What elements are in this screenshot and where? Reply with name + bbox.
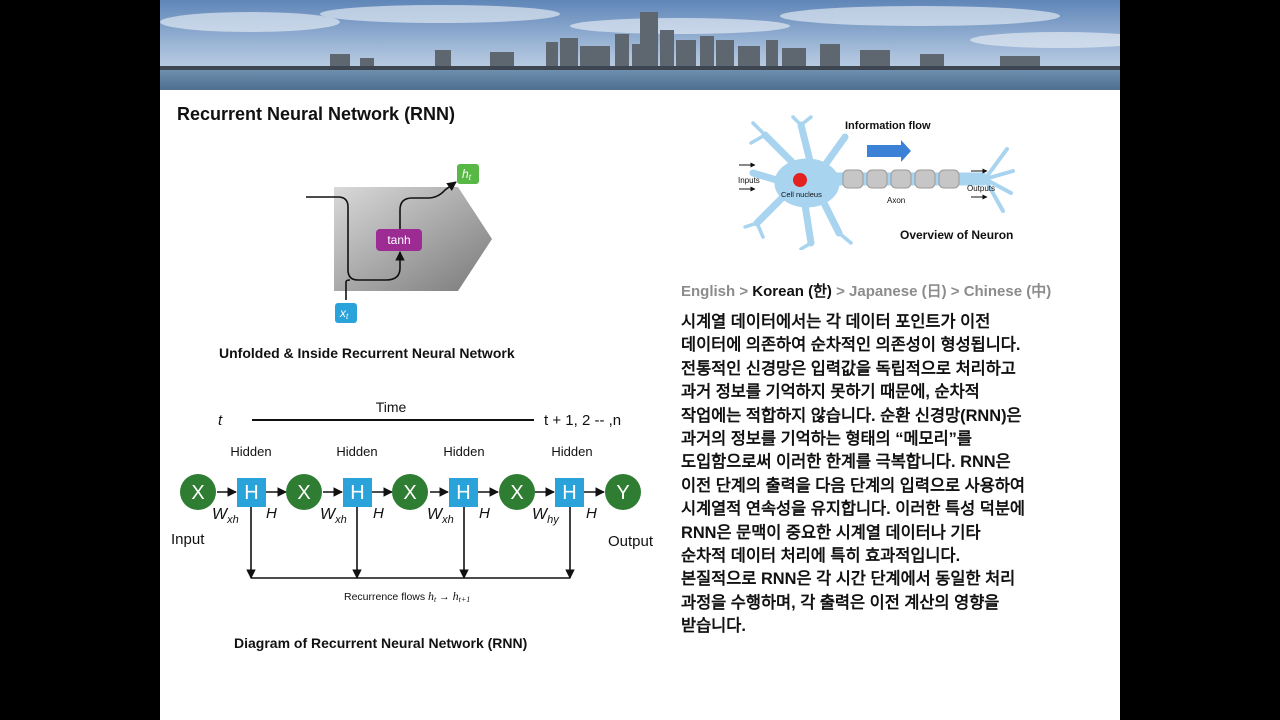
x-node-1: X [180,474,216,510]
x-node-1-label: X [191,482,204,504]
lang-korean: Korean (한) [752,283,832,300]
hidden-label-2: Hidden [336,444,377,459]
h-node-3-label: H [456,482,470,504]
weight-label-2: Wxh [320,506,347,526]
nucleus-label: Cell nucleus [781,190,822,199]
weight-label-3: Wxh [427,506,454,526]
time-label: Time [376,399,407,415]
body-line-8: 이전 단계의 출력을 다음 단계의 입력으로 사용하여 [681,476,1025,495]
info-flow-arrow [867,140,911,162]
lang-separator-2: > [831,283,850,300]
body-line-11: 순차적 데이터 처리에 특히 효과적입니다. [681,547,961,566]
x-node-3: X [392,474,428,510]
lang-japanese: Japanese (日) [849,283,947,300]
cell-nucleus-dot [793,173,807,187]
x-node-2-label: X [297,482,310,504]
language-breadcrumb: English > Korean (한) > Japanese (日) > Ch… [681,280,1051,301]
recurrence-label: Recurrence flows ht → ht+1 [344,589,470,604]
hidden-label-4: Hidden [551,444,592,459]
ht-label: h [462,167,469,181]
inputs-label: Inputs [738,176,760,185]
h-edge-label-4: H [586,505,597,522]
body-line-9: 시계열적 연속성을 유지합니다. 이러한 특성 덕분에 [681,500,1025,519]
body-line-6: 과거의 정보를 기억하는 형태의 “메모리”를 [681,430,972,449]
body-line-13: 과정을 수행하며, 각 출력은 이전 계산의 영향을 [681,593,1000,612]
h-edge-label-2: H [373,505,384,522]
weight-label-4: Why [532,506,560,526]
ht-output-box [457,164,479,184]
svg-text:ht: ht [462,167,472,182]
y-node-label: Y [616,482,629,504]
time-start-label: t [218,412,223,429]
outputs-label: Outputs [967,184,995,193]
x-node-3-label: X [403,482,416,504]
input-label: Input [171,531,205,548]
body-line-7: 도입함으로써 이러한 한계를 극복합니다. RNN은 [681,453,1011,472]
h-node-4-label: H [562,482,576,504]
ht-sub: t [469,173,472,182]
h-node-2: H [343,478,372,507]
body-line-3: 전통적인 신경망은 입력값을 독립적으로 처리하고 [681,359,1016,378]
neuron-caption: Overview of Neuron [900,228,1013,242]
body-line-1: 시계열 데이터에서는 각 데이터 포인트가 이전 [681,313,991,331]
output-label: Output [608,533,654,550]
h-node-2-label: H [350,482,364,504]
body-line-2: 데이터에 의존하여 순차적인 의존성이 형성됩니다. [681,336,1021,355]
h-node-4: H [555,478,584,507]
tanh-label: tanh [387,233,410,247]
rnn-unrolled-diagram: t Time t + 1, 2 -- ,n Hidden Hidden Hidd… [171,399,654,604]
tanh-box [376,229,422,251]
h-node-1-label: H [244,482,258,504]
xt-label: x [339,306,347,320]
rnn-cell-diagram: tanh ht xt [306,164,492,323]
h-node-1: H [237,478,266,507]
hidden-label-1: Hidden [230,444,271,459]
lang-separator-3: > [946,283,964,300]
slide-title: Recurrent Neural Network (RNN) [177,104,456,124]
body-line-14: 받습니다. [681,617,746,636]
cell-diagram-caption: Unfolded & Inside Recurrent Neural Netwo… [219,345,515,361]
body-line-10: RNN은 문맥이 중요한 시계열 데이터나 기타 [681,523,981,542]
slide: Recurrent Neural Network (RNN) tanh ht x… [160,0,1120,720]
info-flow-label: Information flow [845,120,931,132]
lang-chinese: Chinese (中) [963,283,1052,300]
body-line-4: 과거 정보를 기억하지 못하기 때문에, 순차적 [681,383,980,402]
lang-separator-1: > [735,283,753,300]
h-node-3: H [449,478,478,507]
xt-sub: t [346,312,349,321]
axon-label: Axon [887,196,905,205]
body-line-5: 작업에는 적합하지 않습니다. 순환 신경망(RNN)은 [681,406,1022,425]
skyline-banner-image [160,0,1120,90]
xt-input-box [335,303,357,323]
time-end-label: t + 1, 2 -- ,n [544,412,621,429]
myelin-sheaths [842,169,960,189]
x-node-2: X [286,474,322,510]
h-edge-label-3: H [479,505,490,522]
x-node-4-label: X [510,482,523,504]
lang-english: English [681,283,736,300]
x-node-4: X [499,474,535,510]
neuron-diagram: Information flow Inputs Cell nucleus Axo… [738,115,1015,250]
y-node: Y [605,474,641,510]
hidden-label-3: Hidden [443,444,484,459]
weight-label-1: Wxh [212,506,239,526]
svg-text:xt: xt [339,306,349,321]
korean-body-text: 시계열 데이터에서는 각 데이터 포인트가 이전 데이터에 의존하여 순차적인 … [681,311,1111,639]
h-edge-label-1: H [266,505,277,522]
rnn-diagram-caption: Diagram of Recurrent Neural Network (RNN… [234,635,528,651]
body-line-12: 본질적으로 RNN은 각 시간 단계에서 동일한 처리 [681,570,1016,589]
